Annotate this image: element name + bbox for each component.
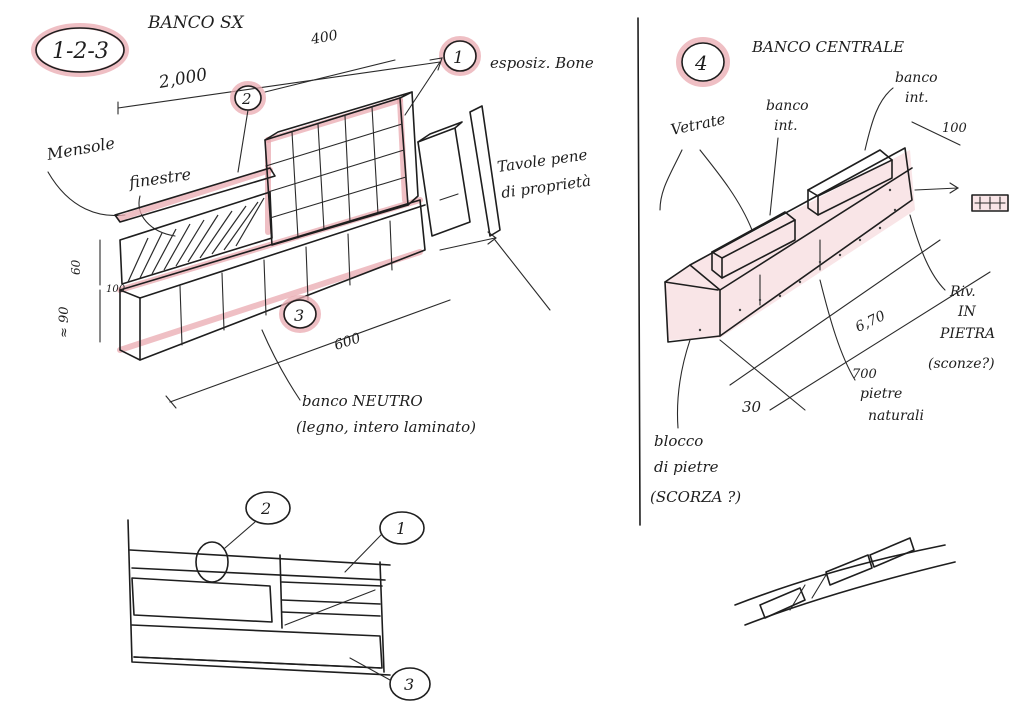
plan-marker-3-circle [389, 667, 431, 701]
label-riv-1: Riv. [949, 284, 976, 300]
group-4-label: 4 [694, 51, 708, 75]
dim-30-label: 30 [742, 398, 762, 416]
banco-sx-title: BANCO SX [147, 13, 245, 33]
dim-700-label: 700 [852, 367, 877, 382]
dim-line-length [117, 61, 441, 109]
label-pietre-2: naturali [868, 408, 924, 424]
marker-2-label: 2 [241, 90, 252, 108]
dim-100-label: 100 [106, 284, 126, 295]
plan-marker-2-circle [245, 491, 291, 525]
front-elevation: 2 1 3 [127, 491, 431, 701]
plan-marker-2-label: 2 [260, 499, 271, 518]
elevation-lower-panel [131, 577, 273, 623]
group-tag-highlight [31, 23, 129, 77]
display-case-b [807, 149, 893, 216]
dim-line-670 [729, 239, 941, 386]
marker-3-circle [283, 299, 317, 329]
shelving-unit [264, 91, 419, 246]
label-banco-material: (legno, intero laminato) [296, 418, 476, 436]
label-banco-neutro: banco NEUTRO [302, 392, 423, 410]
label-tavole-line1: Tavole pene [496, 145, 588, 175]
tall-cabinet [417, 121, 471, 237]
label-finestre: finestre [127, 164, 192, 192]
marker-1-label: 1 [453, 48, 464, 68]
label-tavole-line2: di proprietà [500, 172, 592, 202]
plan-marker-1-label: 1 [396, 519, 406, 538]
label-riv-3: PIETRA [939, 326, 995, 342]
label-riv-4: (sconze?) [928, 356, 995, 372]
label-banco-int-a-2: int. [774, 118, 798, 134]
mini-case-b [825, 554, 873, 586]
label-banco-int-a-1: banco [766, 98, 809, 114]
small-perspective [734, 537, 956, 626]
label-vetrate: Vetrate [669, 110, 727, 139]
banco-sx-sketch: 1-2-3 BANCO SX 2,000 400 2 1 esposiz. Bo… [31, 13, 594, 436]
banco-centrale-title: BANCO CENTRALE [751, 38, 904, 56]
elevation-bottom-panel [131, 624, 383, 669]
dim-60-label: 60 [69, 259, 83, 275]
section-detail [971, 194, 1009, 212]
window-hatching [127, 197, 265, 283]
marker-1-circle [443, 40, 477, 72]
group-tag-label: 1-2-3 [52, 39, 109, 64]
mensola-shelf [114, 167, 276, 223]
label-blocco-3: (SCORZA ?) [650, 488, 741, 506]
dim-line-400 [264, 59, 396, 93]
label-pietre-1: pietre [860, 386, 902, 402]
label-blocco-2: di pietre [654, 458, 719, 476]
mini-case-a [759, 587, 806, 619]
plan-marker-1-circle [379, 511, 425, 545]
tavole-panel [469, 105, 501, 237]
banco-centrale-sketch: 4 BANCO CENTRALE [650, 37, 1009, 506]
sheet-divider [637, 17, 641, 526]
dim-100-right-label: 100 [942, 121, 967, 136]
label-blocco-1: blocco [654, 432, 703, 450]
dim-90-label: ≈ 90 [57, 306, 72, 338]
dim-670-label: 6,70 [853, 308, 888, 336]
group-tag-oval [35, 27, 125, 73]
label-banco-int-b-1: banco [895, 70, 938, 86]
dim-600-label: 600 [332, 330, 362, 354]
label-esposizione: esposiz. Bone [490, 54, 594, 72]
label-mensole: Mensole [44, 133, 116, 164]
plan-marker-3-label: 3 [404, 675, 414, 694]
mini-case-c [869, 537, 915, 568]
dim-length-label: 2,000 [156, 65, 209, 93]
marker-3-label: 3 [294, 306, 304, 325]
dim-400-label: 400 [309, 28, 339, 49]
group-4-circle [681, 42, 725, 82]
display-case-a [711, 211, 796, 279]
stone-dots [698, 188, 897, 332]
label-riv-2: IN [957, 304, 977, 320]
label-banco-int-b-2: int. [905, 90, 929, 106]
dim-line-600 [169, 299, 451, 403]
plan-window-circle [195, 541, 229, 583]
dim-line-700 [769, 271, 991, 411]
